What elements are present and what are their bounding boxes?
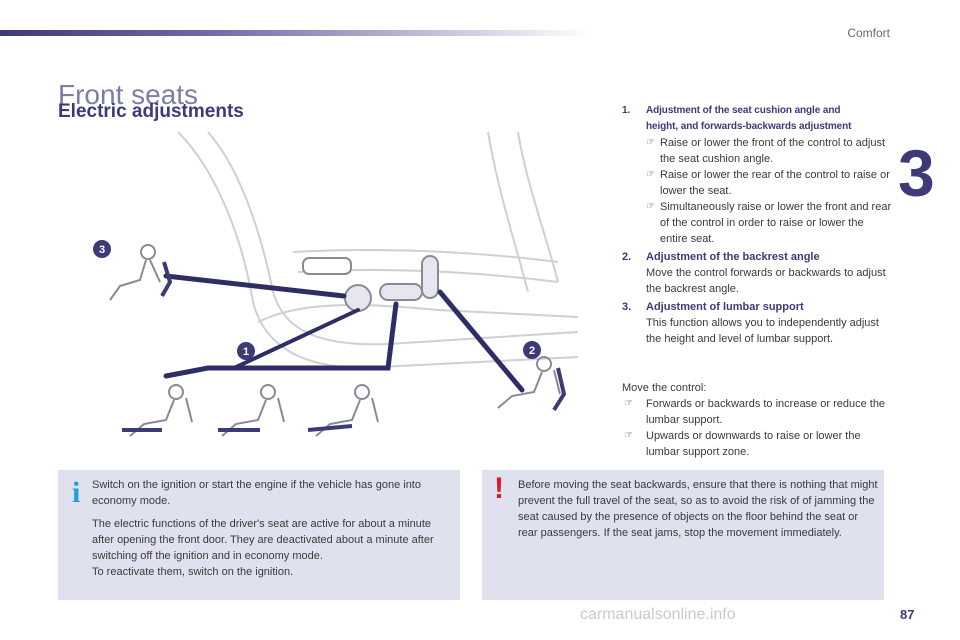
lumbar-control-knob [344, 284, 372, 312]
info-icon: i [72, 476, 81, 509]
step-3: 3.Adjustment of lumbar support This func… [622, 299, 892, 347]
seated-figure-icons [109, 244, 567, 437]
adjustment-instructions: 1.Adjustment of the seat cushion angle a… [622, 103, 892, 349]
move-bullet: Forwards or backwards to increase or red… [622, 396, 892, 428]
header-gradient-bar [0, 30, 590, 36]
page-number: 87 [900, 607, 915, 622]
info-paragraph: To reactivate them, switch on the igniti… [92, 566, 294, 578]
callout-1: 1 [243, 346, 249, 358]
callout-3: 3 [99, 244, 105, 256]
warning-text: Before moving the seat backwards, ensure… [518, 479, 878, 539]
step-3-body: This function allows you to independentl… [646, 317, 879, 345]
seat-controls-illustration: 1 2 3 [58, 132, 578, 450]
warning-note: ! Before moving the seat backwards, ensu… [482, 470, 884, 600]
step-2-body: Move the control forwards or backwards t… [646, 267, 886, 295]
chapter-number: 3 [898, 136, 935, 210]
warning-icon: ! [494, 472, 504, 505]
info-note: i Switch on the ignition or start the en… [58, 470, 460, 600]
step-1-bullet: Raise or lower the rear of the control t… [646, 167, 892, 199]
section-label: Comfort [847, 26, 890, 40]
page-title: Front seats [58, 78, 199, 110]
step-1: 1.Adjustment of the seat cushion angle a… [622, 103, 892, 247]
step-1-bullet: Simultaneously raise or lower the front … [646, 199, 892, 247]
move-bullet: Upwards or downwards to raise or lower t… [622, 428, 892, 460]
seat-cushion-control [379, 283, 423, 301]
info-paragraph: The electric functions of the driver's s… [92, 518, 434, 562]
lumbar-move-instructions: Move the control: Forwards or backwards … [622, 380, 892, 460]
callout-2: 2 [529, 345, 535, 357]
page-subtitle: Electric adjustments [58, 101, 244, 122]
door-handle-icon [302, 257, 352, 275]
step-1-bullet: Raise or lower the front of the control … [646, 135, 892, 167]
callout-badges: 1 2 3 [93, 240, 541, 360]
step-2: 2.Adjustment of the backrest angle Move … [622, 249, 892, 297]
backrest-control [421, 255, 439, 299]
info-paragraph: Switch on the ignition or start the engi… [92, 479, 421, 507]
watermark: carmanualsonline.info [580, 606, 736, 623]
move-intro: Move the control: [622, 382, 707, 394]
